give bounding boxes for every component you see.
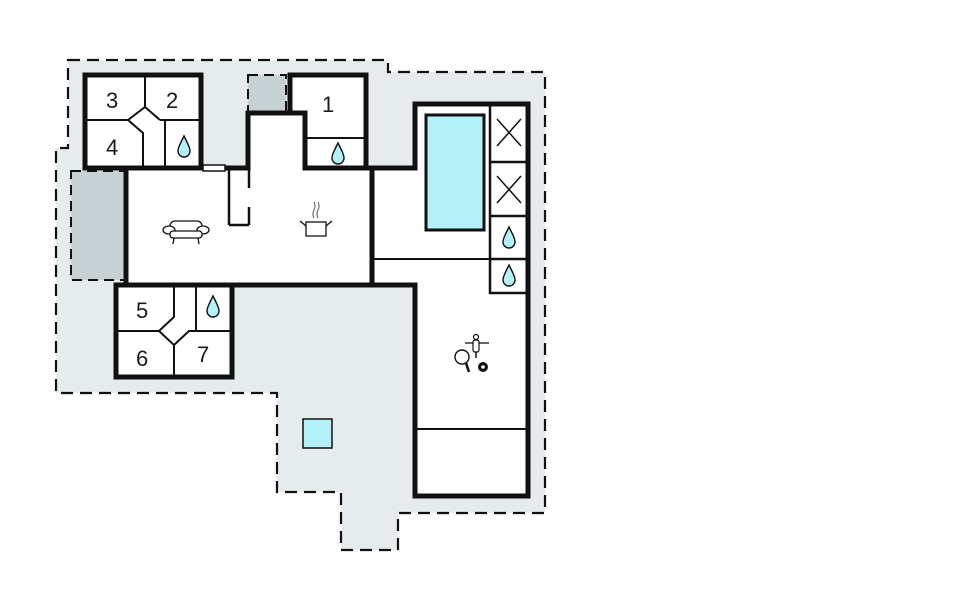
table-tennis-icon xyxy=(454,349,471,373)
sauna-x-icon xyxy=(496,118,522,147)
room-1-label: 1 xyxy=(322,92,334,117)
room-6-label: 6 xyxy=(136,346,148,371)
covered-area-top xyxy=(247,74,287,114)
water-drop-icon xyxy=(331,141,345,165)
billiard-ball-icon xyxy=(478,362,488,372)
room-7-label: 7 xyxy=(197,342,209,367)
bedroom-block-top-left: 3 2 4 xyxy=(82,72,204,171)
water-drop-icon xyxy=(177,134,191,158)
room-5-label: 5 xyxy=(136,298,148,323)
indoor-pool xyxy=(424,113,486,232)
room-4-label: 4 xyxy=(106,135,118,160)
cooking-pot-icon xyxy=(299,201,333,237)
table-football-icon xyxy=(465,333,489,358)
bedroom-block-bottom-left: 5 6 7 xyxy=(113,282,235,380)
pool-activity-wing xyxy=(369,101,531,499)
water-drop-icon xyxy=(206,294,220,318)
room-2-label: 2 xyxy=(166,88,178,113)
sofa-icon xyxy=(162,220,210,245)
covered-area-left xyxy=(70,170,127,281)
water-drop-icon xyxy=(502,263,516,287)
room-3-label: 3 xyxy=(106,88,118,113)
sauna-x-icon xyxy=(496,175,522,204)
water-drop-icon xyxy=(502,225,516,249)
outdoor-whirlpool xyxy=(302,418,333,449)
